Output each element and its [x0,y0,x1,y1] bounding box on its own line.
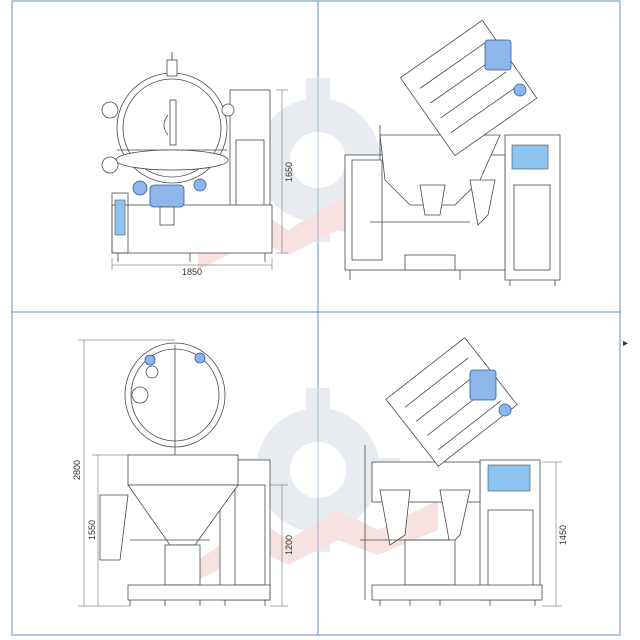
port-gauge [131,386,149,404]
gear-logo-icon [198,388,438,580]
touch-screen [487,464,531,492]
top-valve [166,59,178,77]
page-marker-icon: ▸ [623,338,628,349]
view-top-right [344,19,561,286]
vessel-inner-ring [122,78,222,178]
gauge-left [132,180,148,196]
motor [149,184,185,208]
base-frame [111,204,273,254]
side-port-left [101,101,119,119]
vessel-lid [115,149,229,171]
base-plate [404,254,456,271]
lid-motor [469,369,497,401]
side-platform [99,494,129,561]
dim-label-2800: 2800 [72,460,82,480]
watermark [198,78,438,580]
left-hopper [379,489,411,546]
base-frame [371,584,543,601]
view-bottom-right: 1450 [360,337,568,607]
outlet-assembly [404,539,456,586]
frame-left-panel [351,159,383,261]
dimension-body: 1550 [87,454,128,606]
lid-motor [484,39,512,71]
dim-label-1550: 1550 [87,520,97,540]
dimension-side: 1200 [270,484,294,607]
gauge-icon [144,354,156,366]
right-hopper [439,489,471,546]
view-top-left: 1850 1650 [101,52,294,277]
lid-gauge [513,83,527,97]
control-box [111,192,129,254]
lid-plate [385,337,518,467]
legs [117,253,266,262]
dim-label-1450: 1450 [558,525,568,545]
base-frame [127,584,271,601]
mixing-bowl [379,134,501,206]
view-bottom-left: 2800 1550 1200 [72,339,294,607]
legs [349,270,556,286]
agitator-blade [163,114,169,136]
touch-screen [511,144,549,170]
gauge-right [193,178,207,192]
dimension-horizontal: 1850 [111,258,273,277]
control-screen [114,199,126,236]
side-port-right [221,103,235,117]
cabinet-door [513,184,551,271]
legs [129,600,266,606]
outer-frame [11,0,621,636]
dimension-vertical: 1650 [276,89,294,254]
outlet-valve [159,206,175,226]
cone-outlet [419,184,446,216]
port-left [145,365,159,379]
side-hopper [469,179,496,226]
dim-label-1850: 1850 [182,267,202,277]
legs [379,600,536,606]
gauge-icon [194,352,206,364]
dimension-overall: 2800 [72,339,175,607]
lid-gauge [498,403,512,417]
cabinet-door [234,484,266,586]
tilted-lid [385,337,518,467]
dim-label-1200: 1200 [284,535,294,555]
agitator-shaft [169,99,177,146]
tank-top [127,454,239,486]
outlet-assembly [164,544,201,586]
dim-label-1650: 1650 [284,162,294,182]
dimension-height: 1450 [542,461,568,607]
side-port-left-lower [101,156,119,174]
